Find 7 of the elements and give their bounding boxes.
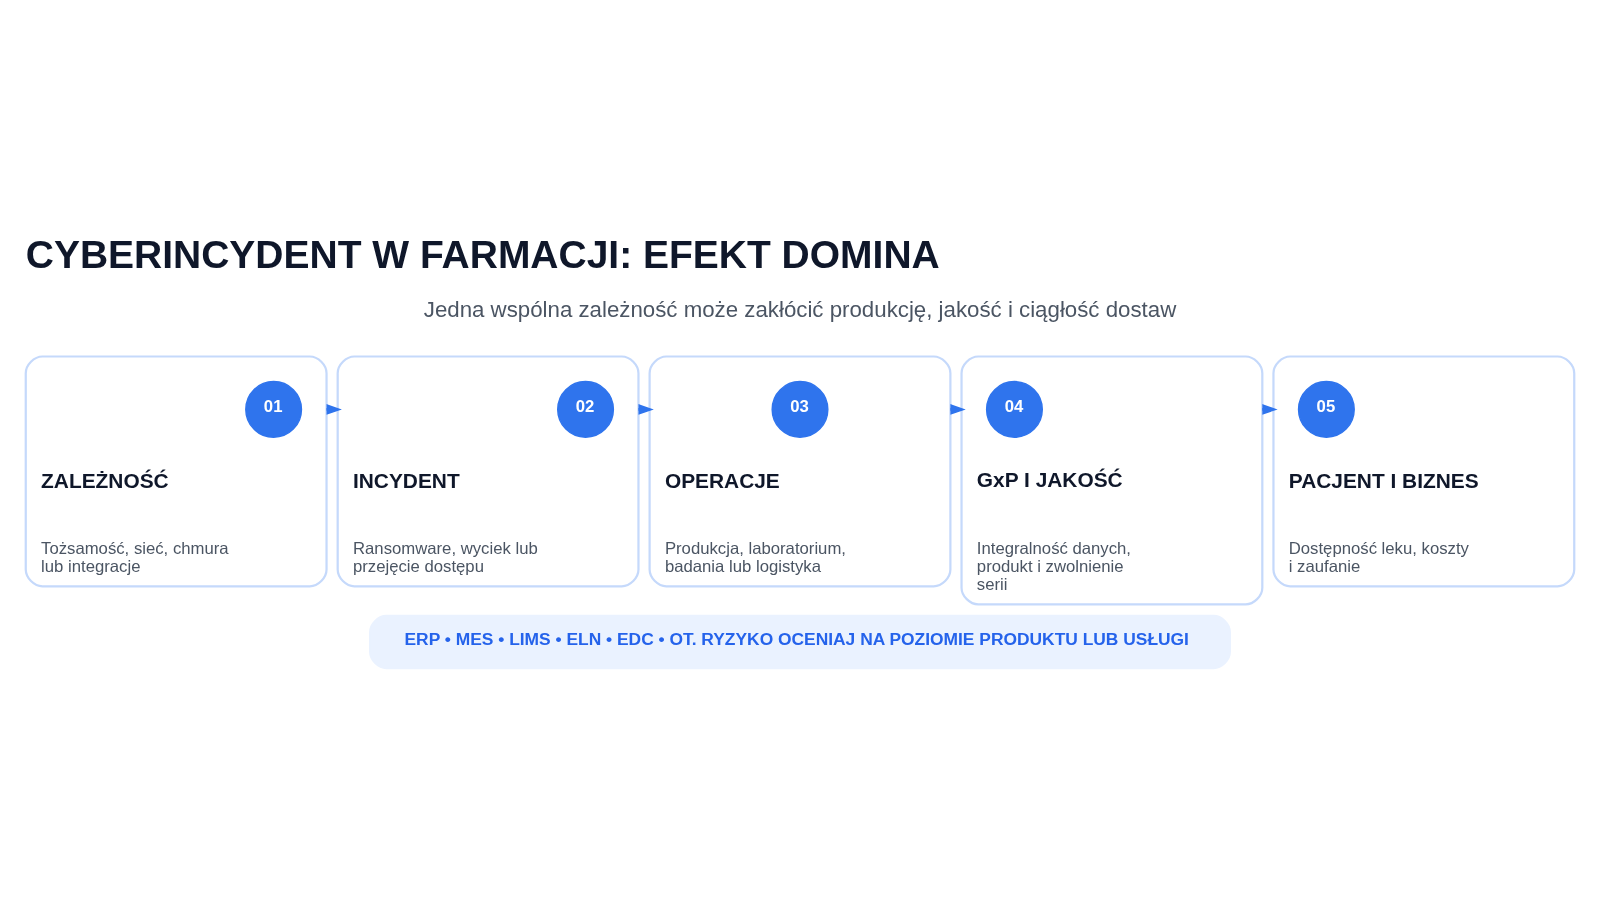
node-circle: 05 [1297, 380, 1355, 438]
node-circle: 04 [985, 380, 1043, 438]
label: Jedna wspólna zależność może zakłócić produkcję, jakość i ciągłość dostaw [423, 296, 1177, 322]
node-circle: 01 [245, 380, 303, 438]
node-circle: 02 [557, 380, 615, 438]
diagram-title: CYBERINCYDENT W FARMACJI: EFEKT DOMINA [25, 232, 940, 276]
node-circle: 03 [771, 380, 829, 438]
